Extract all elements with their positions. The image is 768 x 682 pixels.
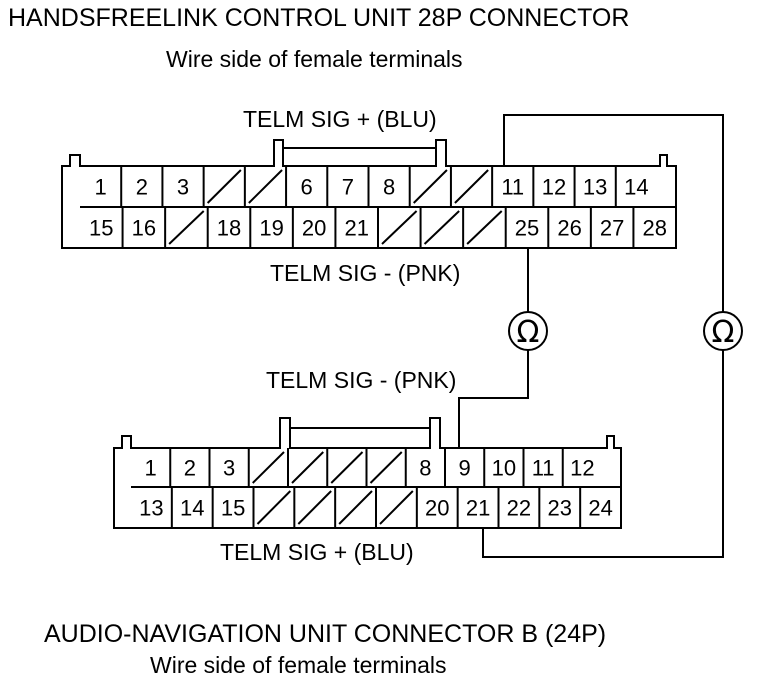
terminal-number: 16	[132, 216, 156, 241]
terminal-number: 14	[624, 175, 648, 200]
top-sig-minus-label: TELM SIG - (PNK)	[270, 260, 461, 286]
empty-cavity-slash	[168, 210, 205, 245]
terminal-number: 21	[466, 496, 490, 521]
top-connector-subtitle: Wire side of female terminals	[166, 46, 463, 72]
terminal-number: 11	[501, 175, 524, 200]
wire-telm-sig-plus	[503, 114, 724, 313]
terminal-number: 28	[642, 216, 666, 241]
ohmmeter-sig-plus: Ω	[703, 311, 743, 351]
terminal-number: 11	[532, 456, 555, 481]
terminal-number: 6	[301, 175, 313, 200]
bottom-sig-minus-label: TELM SIG - (PNK)	[266, 367, 457, 393]
bottom-sig-plus-label: TELM SIG + (BLU)	[220, 539, 414, 565]
empty-cavity-slash	[423, 210, 460, 245]
terminal-number: 18	[217, 216, 241, 241]
bottom-connector-housing	[113, 417, 622, 529]
terminal-number: 13	[583, 175, 607, 200]
top-connector-housing	[61, 139, 677, 249]
terminal-number: 1	[145, 456, 157, 481]
terminal-number: 12	[542, 175, 566, 200]
terminal-number: 3	[177, 175, 189, 200]
terminal-number: 8	[383, 175, 395, 200]
ohm-symbol-icon: Ω	[517, 315, 540, 350]
terminal-number: 20	[425, 496, 449, 521]
terminal-number: 15	[89, 216, 113, 241]
terminal-number: 14	[180, 496, 204, 521]
empty-cavity-slash	[252, 451, 285, 484]
bottom-connector-row-2: 13 14 15 20 21 22 23 24	[139, 487, 613, 528]
top-sig-plus-label: TELM SIG + (BLU)	[243, 106, 437, 132]
empty-cavity-slash	[338, 490, 373, 525]
empty-cavity-slash	[381, 210, 418, 245]
terminal-number: 25	[515, 216, 539, 241]
wire-telm-sig-plus-bottom	[482, 348, 724, 558]
terminal-number: 2	[184, 456, 196, 481]
terminal-number: 27	[600, 216, 624, 241]
empty-cavity-slash	[256, 490, 292, 525]
empty-cavity-slash	[413, 169, 448, 204]
wire-telm-sig-minus-bottom	[458, 348, 529, 448]
empty-cavity-slash	[466, 210, 503, 245]
terminal-number: 26	[557, 216, 581, 241]
terminal-number: 24	[588, 496, 612, 521]
terminal-number: 19	[259, 216, 283, 241]
ohmmeter-sig-minus: Ω	[508, 311, 548, 351]
terminal-number: 2	[136, 175, 148, 200]
terminal-number: 12	[570, 456, 594, 481]
empty-cavity-slash	[291, 451, 324, 484]
empty-cavity-slash	[379, 490, 414, 525]
terminal-number: 21	[344, 216, 368, 241]
terminal-number: 3	[223, 456, 235, 481]
terminal-number: 22	[507, 496, 531, 521]
terminal-number: 15	[221, 496, 245, 521]
empty-cavity-slash	[454, 169, 489, 204]
top-connector-row-2: 15 16 18 19 20 21 25 26 27 28	[89, 207, 667, 248]
terminal-number: 9	[459, 456, 471, 481]
top-connector-title: HANDSFREELINK CONTROL UNIT 28P CONNECTOR	[8, 4, 630, 32]
terminal-number: 20	[302, 216, 326, 241]
empty-cavity-slash	[248, 169, 283, 204]
empty-cavity-slash	[206, 169, 242, 204]
bottom-connector-title: AUDIO-NAVIGATION UNIT CONNECTOR B (24P)	[44, 620, 607, 648]
terminal-number: 1	[94, 175, 106, 200]
empty-cavity-slash	[297, 490, 332, 525]
bottom-connector-subtitle: Wire side of female terminals	[150, 652, 447, 678]
terminal-number: 7	[342, 175, 354, 200]
empty-cavity-slash	[369, 451, 403, 484]
ohm-symbol-icon: Ω	[712, 315, 735, 350]
terminal-number: 23	[548, 496, 572, 521]
terminal-number: 13	[139, 496, 163, 521]
empty-cavity-slash	[330, 451, 364, 484]
terminal-number: 10	[492, 456, 516, 481]
terminal-number: 8	[419, 456, 431, 481]
